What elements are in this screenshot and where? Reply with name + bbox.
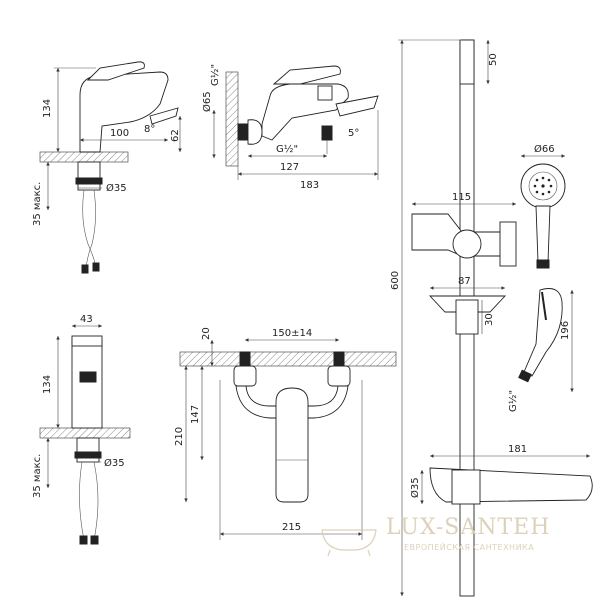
dim-181: 181 <box>508 444 527 455</box>
countertop-hatch <box>39 151 129 163</box>
shower-handle-end <box>536 259 550 269</box>
dim-134b: 134 <box>42 375 53 394</box>
dim-134a: 134 <box>42 99 53 118</box>
watermark-brand: LUX-SANTEH <box>386 515 550 540</box>
hose-left <box>82 189 97 271</box>
shower-rail-view: 600 50 115 87 30 181 Ø35 <box>390 39 593 597</box>
dim-215: 215 <box>282 522 301 533</box>
spout-tip <box>149 107 179 125</box>
bath-mixer-body <box>261 83 349 141</box>
front-handle <box>71 335 103 347</box>
dim-147: 147 <box>190 405 201 424</box>
dim-8deg: 8° <box>144 124 155 135</box>
dim-phi65: Ø65 <box>201 91 213 112</box>
basin-mixer-side-view: 134 100 8° 62 35 макс. Ø35 <box>32 61 182 274</box>
diverter-knob <box>317 85 333 101</box>
dim-62: 62 <box>170 129 181 142</box>
dim-G12-b: G½" <box>276 143 298 155</box>
front-spout-body <box>275 387 309 503</box>
top-bracket-knob <box>452 229 482 259</box>
front-nut <box>74 451 102 459</box>
eccentric-nut <box>237 123 249 141</box>
wall-hatch <box>225 71 239 167</box>
dim-phi35-a: Ø35 <box>106 182 127 194</box>
shower-head-rim <box>541 291 547 321</box>
top-bracket-base <box>499 221 517 267</box>
front-hose-left <box>79 461 85 541</box>
front-aerator <box>79 371 97 383</box>
hose-fitting-left <box>92 262 100 272</box>
dim-50: 50 <box>488 53 499 66</box>
hose-fitting-right <box>81 264 89 274</box>
dim-150: 150±14 <box>272 328 312 339</box>
eccentric-left <box>233 365 257 387</box>
shower-handle-front <box>535 205 551 263</box>
front-fitting-left <box>79 535 88 545</box>
dim-20: 20 <box>201 327 212 340</box>
front-fitting-right <box>90 535 99 545</box>
dim-87: 87 <box>458 276 471 287</box>
dim-183: 183 <box>300 180 319 191</box>
inlet-right <box>333 351 345 367</box>
mixer-body <box>79 71 169 153</box>
dim-30: 30 <box>484 313 495 326</box>
dim-35max-b: 35 макс. <box>32 454 43 498</box>
dim-600: 600 <box>390 271 401 290</box>
shower-outlet <box>321 125 333 141</box>
slider-body <box>455 299 479 335</box>
crossbar <box>235 385 349 419</box>
mixer-handle <box>86 61 145 81</box>
bath-mixer-front-view: 20 150±14 147 210 215 <box>174 327 397 540</box>
front-hose-right <box>93 461 99 541</box>
bath-mixer-side-view: G½" Ø65 G½" 5° 127 183 <box>201 64 379 191</box>
shower-head-side <box>523 288 563 377</box>
dim-G12-c: G½" <box>507 390 519 412</box>
dim-5deg: 5° <box>348 128 359 139</box>
dim-43: 43 <box>80 314 93 325</box>
nut <box>75 177 103 185</box>
eccentric-body <box>247 119 263 145</box>
dim-phi35-b: Ø35 <box>104 457 125 469</box>
hand-shower-view: Ø66 196 G½" <box>507 143 574 412</box>
dim-196: 196 <box>560 321 571 340</box>
shank <box>77 161 101 191</box>
eccentric-right <box>327 365 351 387</box>
wall-top-hatch <box>179 351 397 367</box>
dim-100: 100 <box>110 128 129 139</box>
watermark-tagline: ЕВРОПЕЙСКАЯ САНТЕХНИКА <box>404 541 534 552</box>
dim-phi66: Ø66 <box>534 143 555 155</box>
dim-210: 210 <box>174 427 185 446</box>
basin-mixer-front-view: 43 134 35 макс. Ø35 <box>32 314 131 545</box>
rail-top-cap <box>459 39 475 85</box>
shower-side-end <box>518 369 532 383</box>
dim-127: 127 <box>280 162 299 173</box>
dim-115: 115 <box>452 192 471 203</box>
dim-35max-a: 35 макс. <box>32 182 43 226</box>
soap-dish-clamp <box>451 469 481 505</box>
countertop-hatch-b <box>39 427 131 439</box>
bathtub-icon <box>321 529 377 551</box>
inlet-left <box>239 351 251 367</box>
watermark-logo: LUX-SANTEH ЕВРОПЕЙСКАЯ САНТЕХНИКА <box>321 515 550 557</box>
nozzle-dots <box>533 176 553 196</box>
bath-mixer-handle <box>272 65 341 85</box>
dim-phi35-c: Ø35 <box>409 477 421 498</box>
bath-spout <box>335 95 379 117</box>
front-body <box>71 339 103 429</box>
dim-G12-a: G½" <box>209 64 221 86</box>
